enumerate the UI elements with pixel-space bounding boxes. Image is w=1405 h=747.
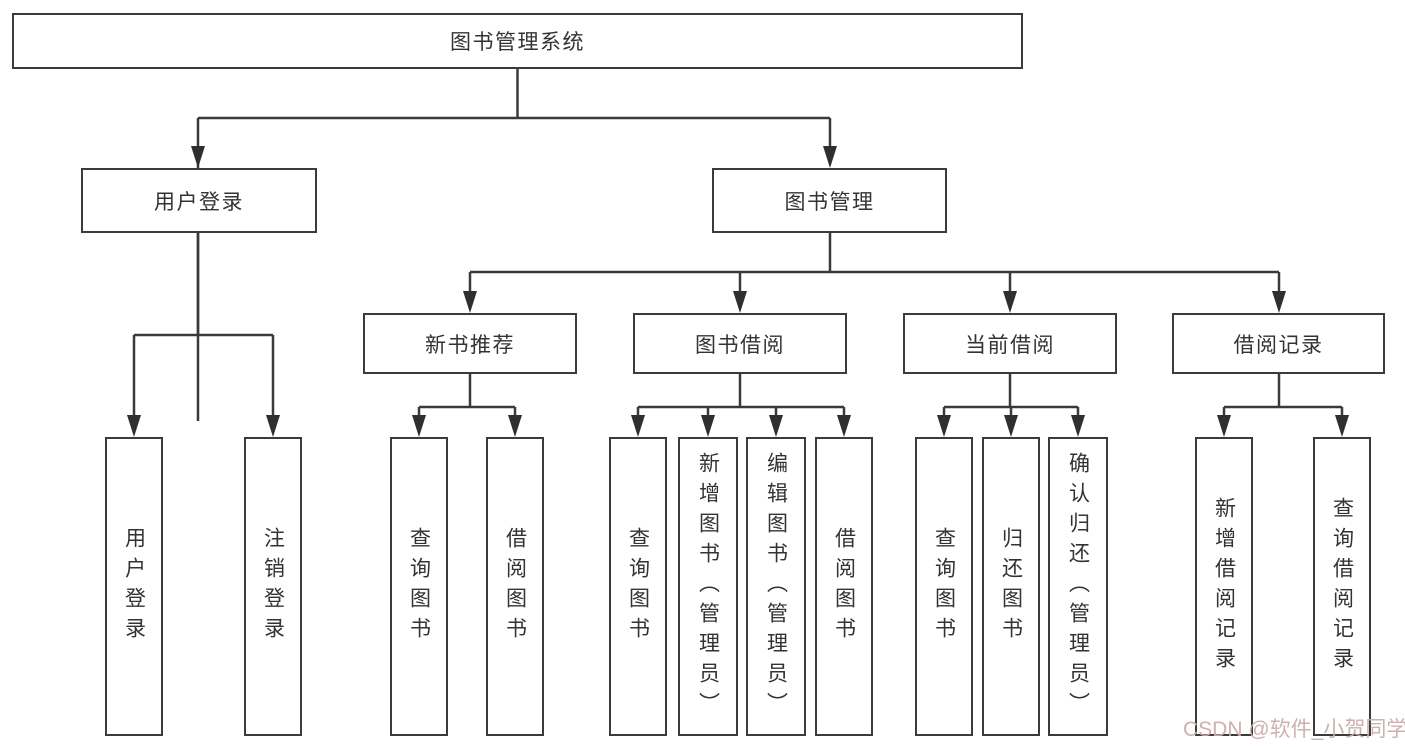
node-label: 注销登录 <box>261 526 285 647</box>
arrow-down-icon <box>191 146 205 168</box>
arrow-down-icon <box>1003 291 1017 313</box>
leaf-query-books-borrow: 查询图书 <box>609 437 667 736</box>
leaf-query-borrow-record: 查询借阅记录 <box>1313 437 1371 736</box>
leaf-user-login: 用户登录 <box>105 437 163 736</box>
node-label: 用户登录 <box>122 526 146 647</box>
node-root-system: 图书管理系统 <box>12 13 1023 69</box>
node-label: 新书推荐 <box>425 333 515 357</box>
node-label: 归还图书 <box>999 526 1023 647</box>
watermark: CSDN @软件_小贺同学 <box>1183 718 1405 741</box>
arrow-down-icon <box>266 415 280 437</box>
leaf-add-borrow-record: 新增借阅记录 <box>1195 437 1253 736</box>
leaf-borrow-books-recommend: 借阅图书 <box>486 437 544 736</box>
leaf-return-book: 归还图书 <box>982 437 1040 736</box>
node-label: 图书管理系统 <box>450 31 585 54</box>
arrow-down-icon <box>701 415 715 437</box>
node-current-borrow: 当前借阅 <box>903 313 1117 374</box>
node-label: 查询图书 <box>407 526 431 647</box>
node-label: 借阅记录 <box>1233 333 1324 357</box>
node-label: 新增图书（管理员） <box>696 451 720 722</box>
node-book-management: 图书管理 <box>712 168 947 233</box>
arrow-down-icon <box>463 291 477 313</box>
node-new-book-recommend: 新书推荐 <box>363 313 577 374</box>
arrow-down-icon <box>1217 415 1231 437</box>
leaf-confirm-return-admin: 确认归还（管理员） <box>1048 437 1108 736</box>
arrow-down-icon <box>769 415 783 437</box>
leaf-add-book-admin: 新增图书（管理员） <box>678 437 738 736</box>
arrow-down-icon <box>127 415 141 437</box>
arrow-down-icon <box>1004 415 1018 437</box>
node-label: 编辑图书（管理员） <box>764 451 788 722</box>
node-label: 用户登录 <box>154 190 244 214</box>
leaf-query-books-recommend: 查询图书 <box>390 437 448 736</box>
arrow-down-icon <box>631 415 645 437</box>
node-label: 当前借阅 <box>965 333 1055 357</box>
arrow-down-icon <box>937 415 951 437</box>
arrow-down-icon <box>412 415 426 437</box>
arrow-down-icon <box>837 415 851 437</box>
node-label: 新增借阅记录 <box>1212 496 1236 677</box>
node-label: 查询图书 <box>932 526 956 647</box>
leaf-query-books-current: 查询图书 <box>915 437 973 736</box>
arrow-down-icon <box>823 146 837 168</box>
node-label: 查询图书 <box>626 526 650 647</box>
node-label: 借阅图书 <box>832 526 856 647</box>
arrow-down-icon <box>1071 415 1085 437</box>
leaf-edit-book-admin: 编辑图书（管理员） <box>746 437 806 736</box>
node-label: 确认归还（管理员） <box>1066 451 1090 722</box>
node-user-login: 用户登录 <box>81 168 317 233</box>
arrow-down-icon <box>1272 291 1286 313</box>
node-label: 图书借阅 <box>695 333 785 357</box>
node-book-borrow: 图书借阅 <box>633 313 847 374</box>
node-borrow-records: 借阅记录 <box>1172 313 1385 374</box>
leaf-logout-login: 注销登录 <box>244 437 302 736</box>
arrow-down-icon <box>508 415 522 437</box>
node-label: 查询借阅记录 <box>1330 496 1354 677</box>
arrow-down-icon <box>733 291 747 313</box>
arrow-down-icon <box>1335 415 1349 437</box>
node-label: 图书管理 <box>784 190 875 214</box>
node-label: 借阅图书 <box>503 526 527 647</box>
leaf-borrow-books: 借阅图书 <box>815 437 873 736</box>
